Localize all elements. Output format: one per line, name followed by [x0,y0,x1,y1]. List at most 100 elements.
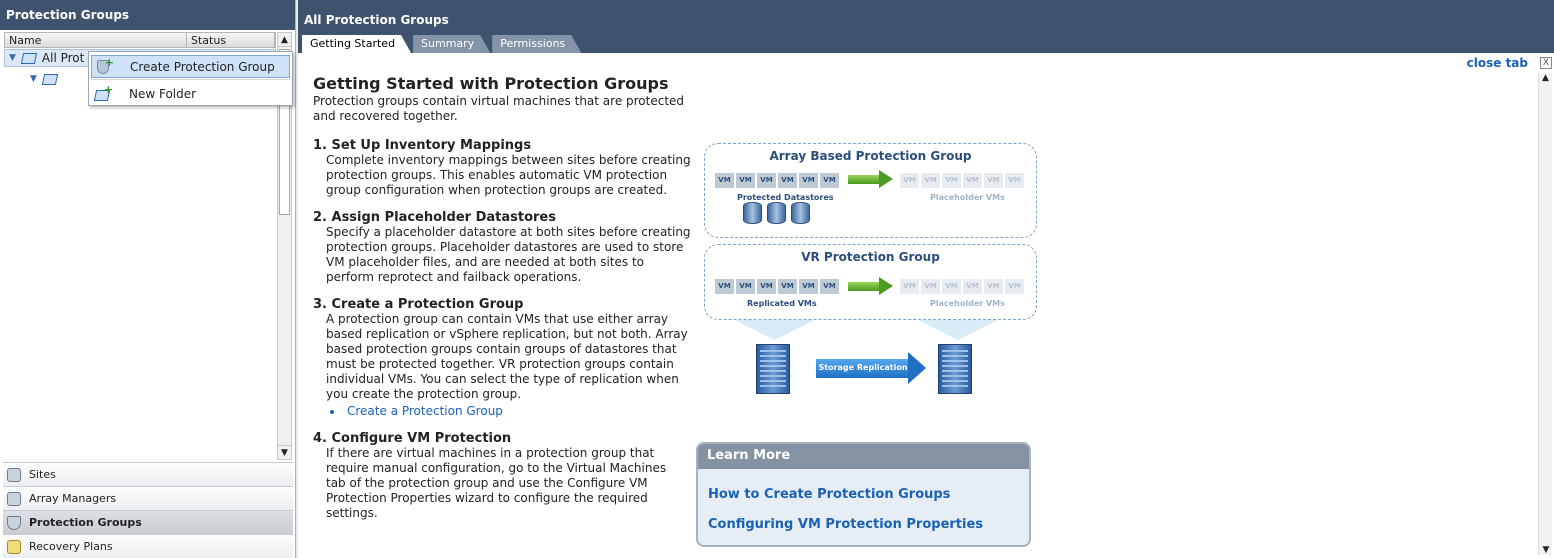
tree-item-label: All Prot [41,51,85,65]
step-3-text: A protection group can contain VMs that … [326,312,688,401]
step-3-body: A protection group can contain VMs that … [313,312,693,419]
menu-item-new-folder[interactable]: + New Folder [91,82,290,105]
page-title: Getting Started with Protection Groups [313,74,669,93]
how-to-create-protection-groups-link[interactable]: How to Create Protection Groups [708,487,951,502]
create-protection-group-link[interactable]: Create a Protection Group [347,404,503,418]
expand-triangle-icon[interactable]: ▼ [30,74,37,84]
vm-icon: VM [820,173,839,188]
close-icon[interactable]: X [1540,57,1552,69]
tab-getting-started[interactable]: Getting Started [302,35,411,53]
step-1-title: 1. Set Up Inventory Mappings [313,138,532,153]
step-4-title: 4. Configure VM Protection [313,431,512,446]
vm-icon: VM [778,279,797,294]
vm-icon: VM [900,279,919,294]
green-arrow-icon [848,170,894,188]
array-group-title: Array Based Protection Group [769,149,972,163]
column-header-status[interactable]: Status [187,33,275,47]
tab-permissions[interactable]: Permissions [492,35,581,53]
vm-icon: VM [715,279,734,294]
vm-icon: VM [942,279,961,294]
folder-icon [41,73,59,85]
menu-item-create-protection-group[interactable]: + Create Protection Group [91,55,290,78]
tree-header: Name Status [4,32,276,48]
tab-summary[interactable]: Summary [413,35,490,53]
green-arrow-icon [848,277,894,295]
step-2-body: Specify a placeholder datastore at both … [326,225,691,284]
close-tab-link[interactable]: close tab [1466,56,1528,70]
datastore-icon [767,202,786,224]
left-panel-title: Protection Groups [0,0,295,30]
light-beam [918,320,998,340]
nav-label: Recovery Plans [29,540,113,553]
vm-icon: VM [1005,279,1024,294]
scroll-up-arrow[interactable]: ▲ [278,33,291,47]
right-panel: All Protection Groups Getting Started Su… [298,0,1554,558]
vm-icon: VM [1005,173,1024,188]
vr-group-title: VR Protection Group [801,250,940,264]
step-1-body: Complete inventory mappings between site… [326,153,691,197]
vm-icon: VM [757,173,776,188]
menu-item-label: New Folder [129,86,197,101]
datastore-icon [743,202,762,224]
learn-more-box: Learn More How to Create Protection Grou… [696,442,1031,547]
tab-bar: Getting Started Summary Permissions [302,35,583,53]
vm-icon: VM [778,173,797,188]
tree-scrollbar[interactable]: ▲ ▼ [277,32,292,460]
replicated-vms-label: Replicated VMs [747,299,817,308]
scroll-thumb[interactable] [279,49,290,215]
nav-item-recovery-plans[interactable]: Recovery Plans [3,534,293,558]
recovery-plans-icon [7,539,21,554]
content-scrollbar[interactable]: ▲ ▼ [1538,73,1552,555]
server-icon [748,340,798,398]
step-3-title: 3. Create a Protection Group [313,297,524,312]
right-panel-title: All Protection Groups [304,13,449,27]
step-4-body: If there are virtual machines in a prote… [326,446,667,520]
menu-item-label: Create Protection Group [130,59,275,74]
step-2-title: 2. Assign Placeholder Datastores [313,210,556,225]
vm-icon: VM [963,279,982,294]
nav-item-protection-groups[interactable]: Protection Groups [3,510,293,534]
nav-item-sites[interactable]: Sites [3,462,293,486]
server-icon [930,340,980,398]
nav-label: Sites [29,468,56,481]
nav-label: Array Managers [29,492,117,505]
expand-triangle-icon[interactable]: ▼ [9,53,16,63]
array-based-group-diagram: Array Based Protection Group VM VM VM VM… [704,143,1037,238]
vm-icon: VM [900,173,919,188]
nav-item-array-managers[interactable]: Array Managers [3,486,293,510]
light-beam [735,320,815,340]
vm-icon: VM [921,279,940,294]
vm-icon: VM [942,173,961,188]
shield-icon [7,515,21,530]
vm-icon: VM [736,173,755,188]
nav-label: Protection Groups [29,516,142,529]
vm-row-placeholder: VM VM VM VM VM VM [900,279,1026,294]
context-menu: + Create Protection Group + New Folder [88,51,293,106]
menu-separator [91,79,290,80]
placeholder-vms-label: Placeholder VMs [930,193,1005,202]
datastores [743,202,815,224]
vr-group-diagram: VR Protection Group VM VM VM VM VM VM VM… [704,244,1037,320]
scroll-down-arrow[interactable]: ▼ [1542,545,1550,555]
vm-icon: VM [715,173,734,188]
vm-icon: VM [984,173,1003,188]
scroll-down-arrow[interactable]: ▼ [278,445,291,459]
column-header-name[interactable]: Name [5,33,187,47]
intro-text: Protection groups contain virtual machin… [313,94,685,123]
bottom-nav: Sites Array Managers Protection Groups R… [3,462,293,558]
sites-icon [7,467,21,482]
vm-row-protected: VM VM VM VM VM VM [715,173,841,188]
vm-icon: VM [984,279,1003,294]
vm-icon: VM [757,279,776,294]
left-panel: Protection Groups Name Status ▲ ▼ ▼ All … [0,0,296,558]
tree-item-child-folder[interactable]: ▼ [26,70,63,88]
storage-replication-label: Storage Replication [818,363,908,372]
scroll-up-arrow[interactable]: ▲ [1542,73,1549,83]
configuring-vm-protection-properties-link[interactable]: Configuring VM Protection Properties [708,517,984,532]
vm-icon: VM [799,279,818,294]
getting-started-content: Getting Started with Protection Groups P… [313,74,703,533]
vm-icon: VM [921,173,940,188]
protected-datastores-label: Protected Datastores [737,193,834,202]
right-panel-header: All Protection Groups Getting Started Su… [298,0,1554,53]
learn-more-title: Learn More [698,444,1029,469]
